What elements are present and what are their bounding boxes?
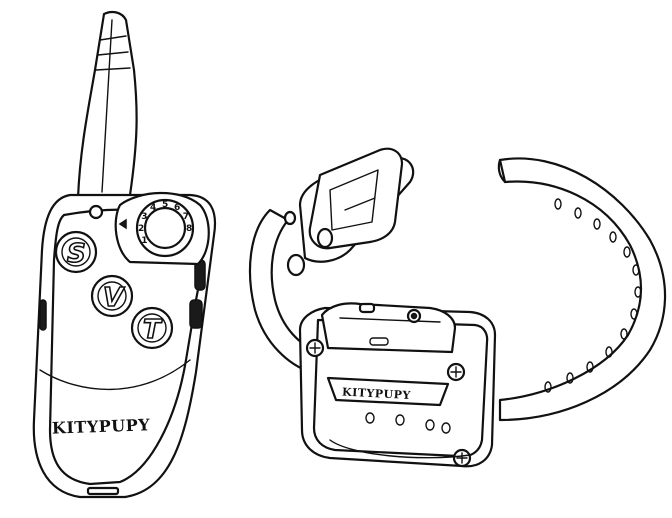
dial-number: 6 <box>174 203 180 213</box>
remote-brand-label: KITYPUPY <box>52 415 151 437</box>
collar-strap <box>248 147 667 422</box>
dial-number: 2 <box>138 224 144 234</box>
dial-number: 1 <box>141 236 147 246</box>
collar-contact-points <box>365 412 451 434</box>
dial-number: 4 <box>150 203 156 213</box>
charging-port <box>86 486 120 496</box>
button-s-label: S <box>67 239 86 269</box>
collar-brand-label: KITYPUPY <box>342 385 411 402</box>
strap-holes <box>544 198 642 393</box>
button-t-label: T <box>143 315 163 345</box>
button-s[interactable]: S <box>54 230 98 274</box>
led-indicator <box>88 204 104 220</box>
button-t[interactable]: T <box>130 306 174 350</box>
button-v[interactable]: V <box>90 274 134 318</box>
side-mode-switch[interactable] <box>189 259 206 329</box>
collar-screw-icon <box>305 338 472 468</box>
dial-number: 5 <box>162 200 168 210</box>
collar-receiver: KITYPUPY <box>298 302 497 468</box>
button-v-label: V <box>103 283 125 313</box>
power-button <box>358 302 422 324</box>
dial-number: 7 <box>183 212 189 222</box>
dial-number: 8 <box>186 224 192 234</box>
dial-number: 3 <box>141 212 147 222</box>
side-button[interactable] <box>39 299 47 331</box>
collar-buckle <box>283 147 404 277</box>
antenna <box>76 10 138 200</box>
dial-pointer-icon <box>118 218 127 230</box>
